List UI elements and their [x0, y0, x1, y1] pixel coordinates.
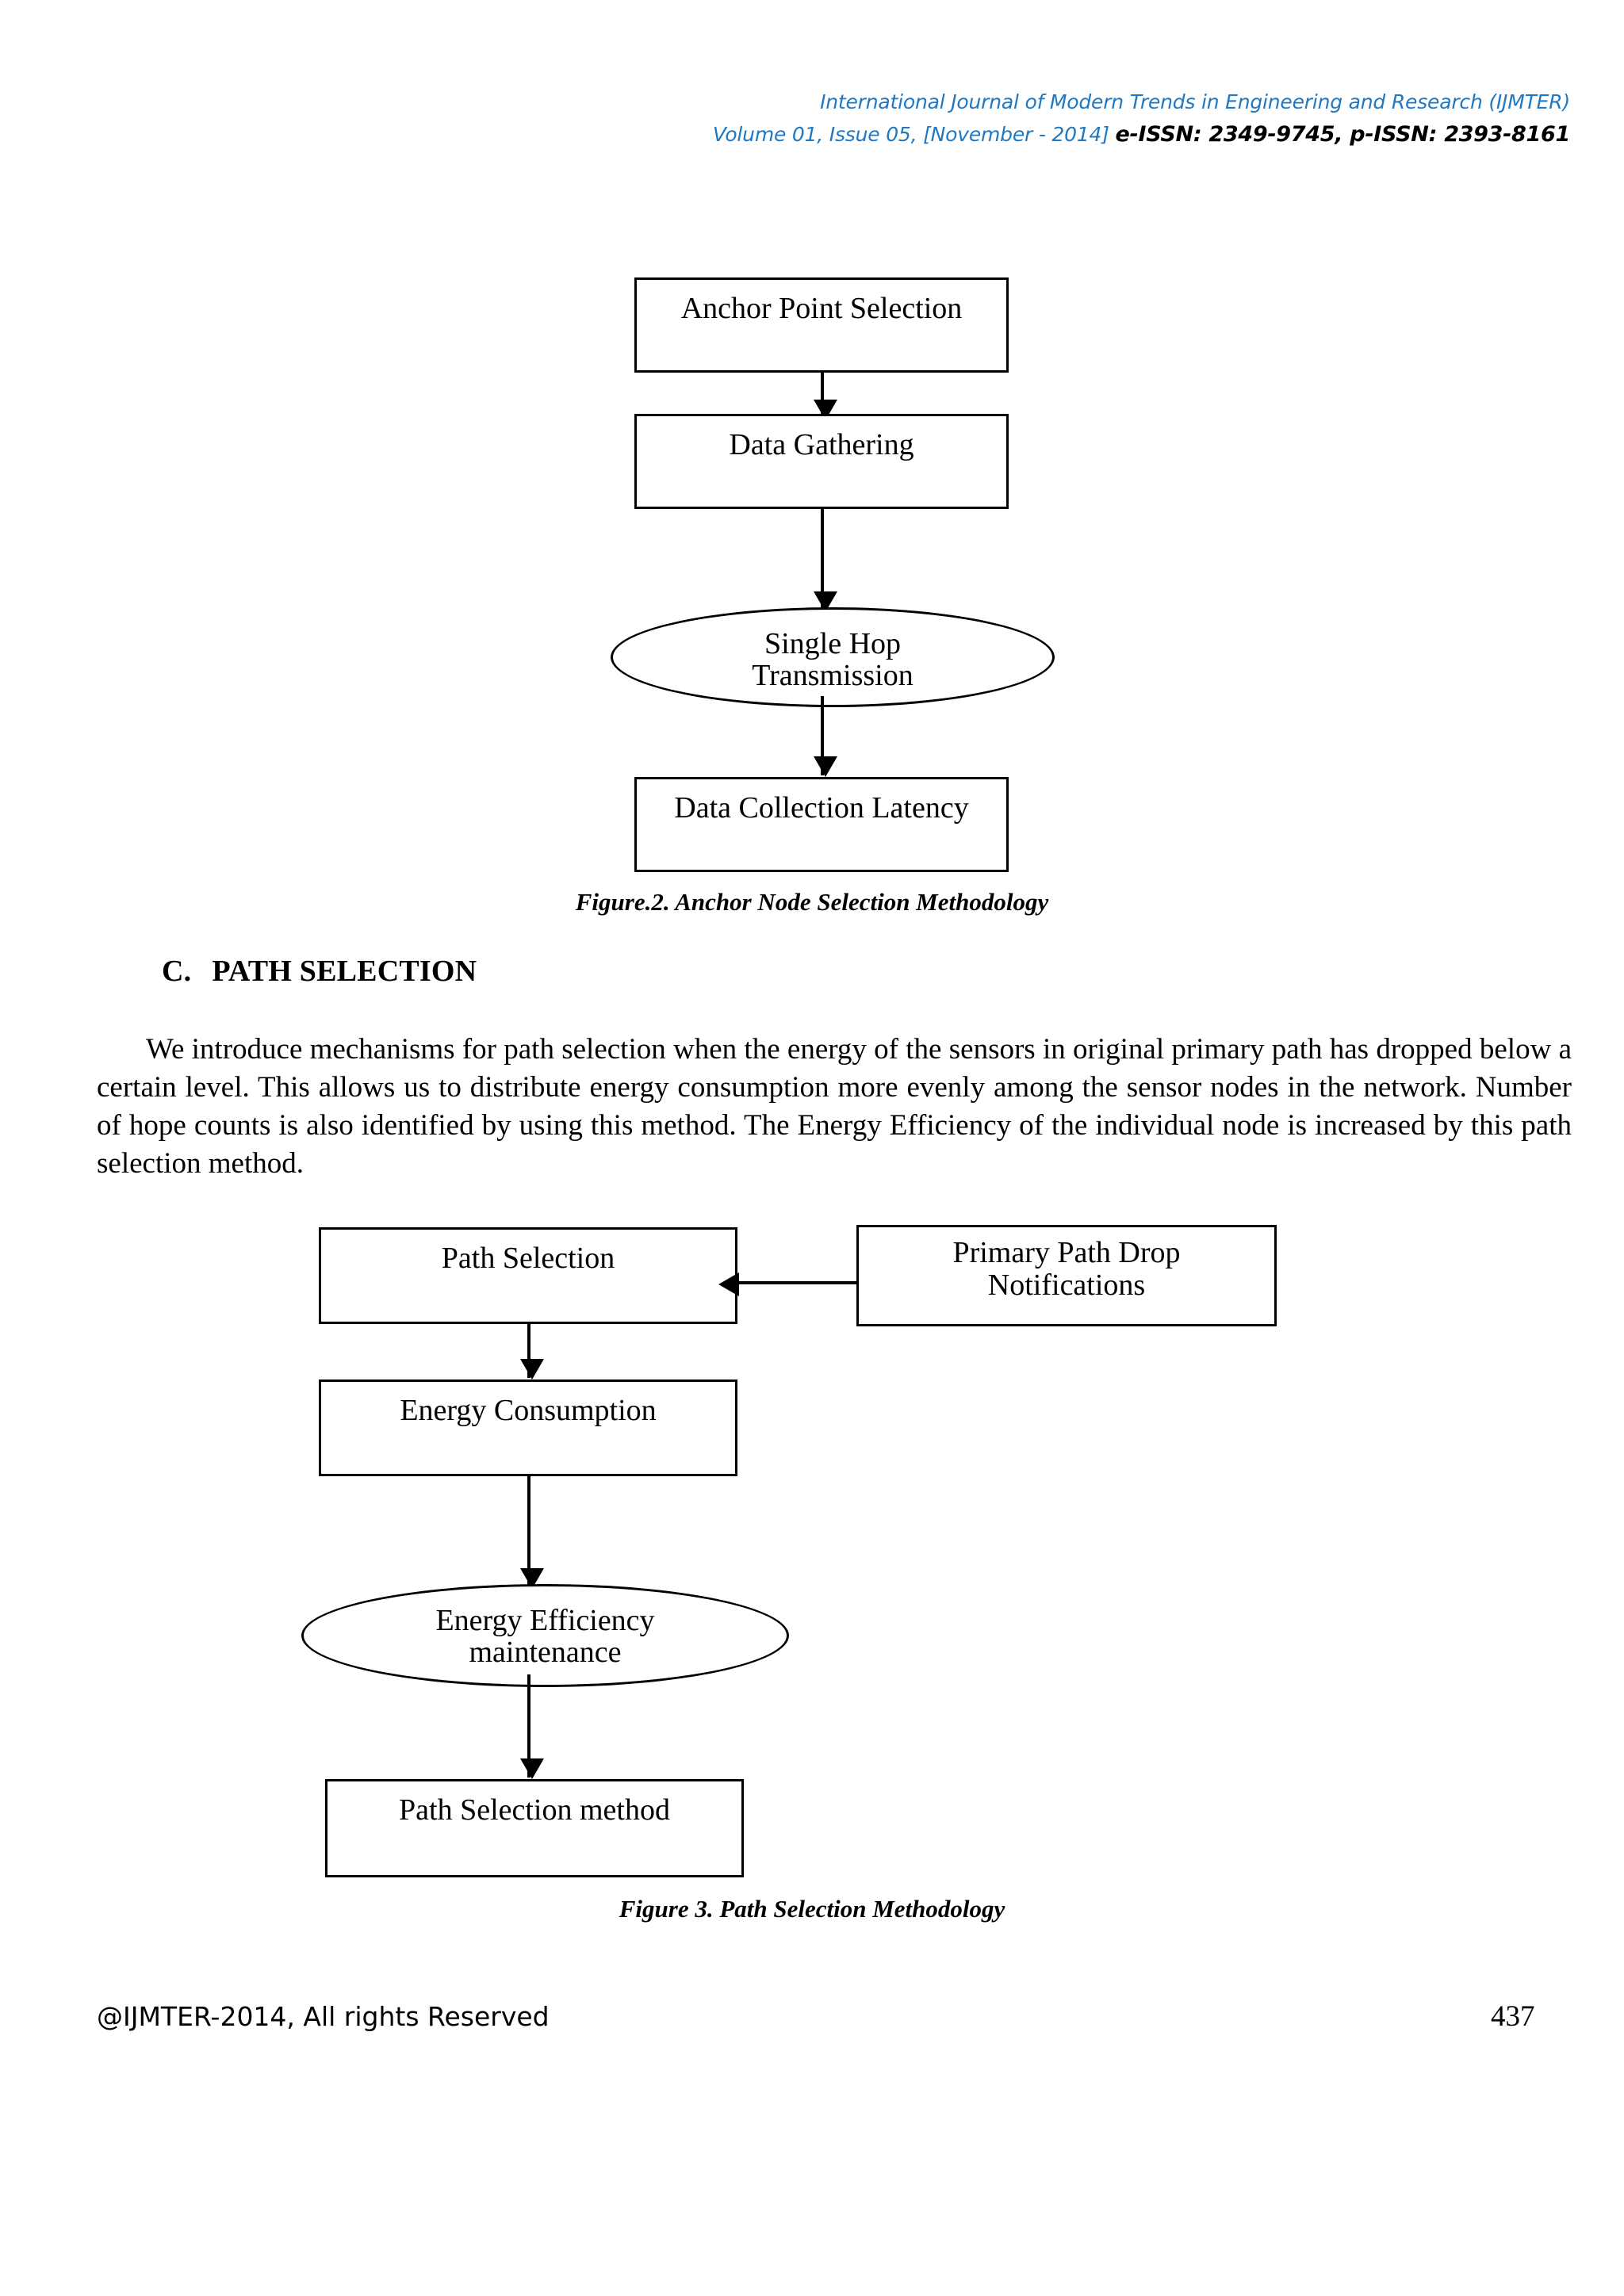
node-label-line1: Energy Efficiency	[435, 1604, 655, 1637]
arrow-gathering-to-singlehop	[814, 509, 837, 612]
node-path-selection-method: Path Selection method	[325, 1779, 744, 1877]
arrow-pathselection-to-energyconsumption	[520, 1324, 544, 1380]
footer-page-number: 437	[1491, 2000, 1535, 2033]
arrow-notifications-to-path-selection	[718, 1272, 856, 1296]
node-label: Data Gathering	[729, 428, 914, 461]
node-label-line1: Primary Path Drop	[952, 1236, 1181, 1269]
node-label-line2: Transmission	[752, 658, 914, 692]
arrow-anchor-to-gathering	[814, 373, 837, 420]
node-label: Data Collection Latency	[674, 791, 969, 825]
section-letter: C.	[162, 955, 192, 988]
node-label-line2: Notifications	[987, 1269, 1146, 1303]
node-label: Path Selection	[441, 1242, 615, 1275]
journal-name: International Journal of Modern Trends i…	[820, 90, 1570, 113]
node-path-selection: Path Selection	[319, 1227, 737, 1324]
page-header: International Journal of Modern Trends i…	[0, 87, 1570, 151]
arrow-singlehop-to-latency	[814, 696, 837, 777]
node-primary-path-drop-notifications: Primary Path Drop Notifications	[856, 1225, 1277, 1326]
volume-issue: Volume 01, Issue 05, [November - 2014]	[712, 122, 1116, 146]
node-label-line2: maintenance	[469, 1635, 622, 1669]
section-paragraph: We introduce mechanisms for path selecti…	[97, 1033, 1572, 1181]
arrow-energyconsumption-to-efficiency	[520, 1476, 544, 1589]
node-energy-efficiency-maintenance: Energy Efficiency maintenance	[301, 1584, 789, 1687]
footer-copyright: @IJMTER-2014, All rights Reserved	[97, 2001, 550, 2032]
arrow-efficiency-to-pathselectionmethod	[520, 1674, 544, 1779]
node-label: Energy Consumption	[400, 1394, 657, 1427]
section-title: PATH SELECTION	[212, 955, 477, 988]
node-anchor-point-selection: Anchor Point Selection	[634, 277, 1009, 373]
node-label-line1: Single Hop	[764, 627, 902, 660]
node-data-gathering: Data Gathering	[634, 414, 1009, 509]
section-heading-path-selection: C. PATH SELECTION	[162, 954, 477, 989]
node-energy-consumption: Energy Consumption	[319, 1380, 737, 1476]
node-label: Anchor Point Selection	[680, 292, 963, 325]
node-single-hop-transmission: Single Hop Transmission	[611, 607, 1055, 707]
figure-2-caption: Figure.2. Anchor Node Selection Methodol…	[575, 888, 1049, 916]
figure-3-caption: Figure 3. Path Selection Methodology	[619, 1895, 1005, 1923]
issn-text: e-ISSN: 2349-9745, p-ISSN: 2393-8161	[1115, 121, 1571, 147]
node-label: Path Selection method	[399, 1793, 670, 1827]
node-data-collection-latency: Data Collection Latency	[634, 777, 1009, 872]
volume-issue-issn-line: Volume 01, Issue 05, [November - 2014] e…	[0, 118, 1570, 151]
